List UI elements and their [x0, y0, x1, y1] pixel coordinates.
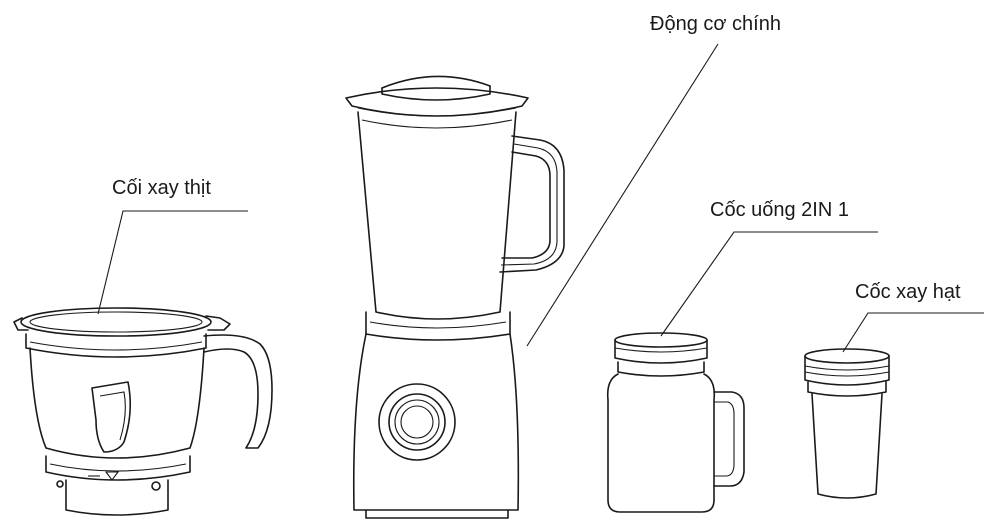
- leader-line-drinking-cup: [661, 232, 878, 336]
- label-grinding-cup: Cốc xay hạt: [855, 282, 961, 302]
- main-blender-illustration: [346, 76, 564, 518]
- leader-line-motor: [527, 44, 718, 346]
- label-meat-grinder: Cối xay thịt: [112, 178, 211, 198]
- meat-grinder-illustration: [14, 308, 272, 515]
- leader-line-grinding-cup: [843, 313, 984, 352]
- grinding-cup-illustration: [805, 349, 889, 498]
- label-drinking-cup: Cốc uống 2IN 1: [710, 200, 849, 220]
- label-motor: Động cơ chính: [650, 14, 781, 34]
- leader-lines: [98, 44, 984, 352]
- leader-line-meat-grinder: [98, 211, 248, 314]
- drinking-cup-illustration: [608, 333, 744, 512]
